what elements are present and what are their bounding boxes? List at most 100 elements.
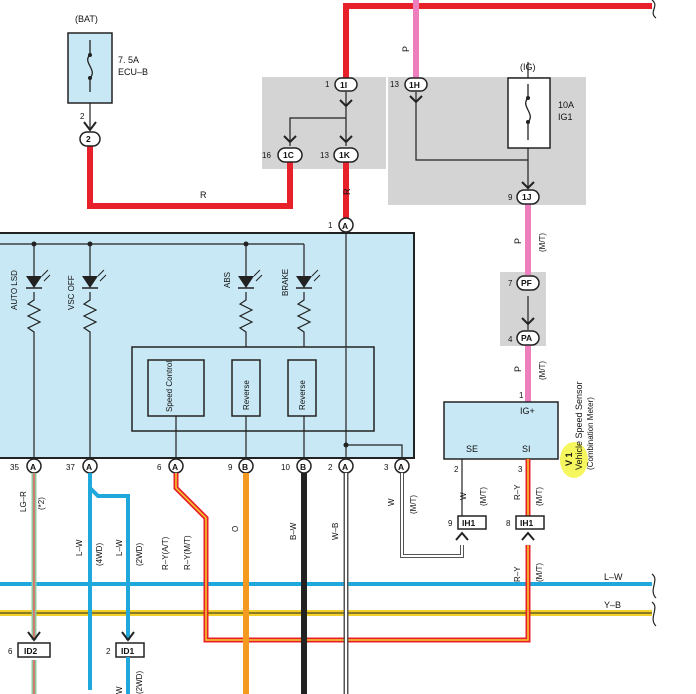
svg-text:4: 4 — [508, 335, 513, 344]
svg-text:2: 2 — [454, 465, 459, 474]
svg-text:(M/T): (M/T) — [409, 495, 418, 514]
svg-text:A: A — [342, 462, 348, 472]
svg-text:L–W: L–W — [115, 539, 124, 556]
sensor-name: Vehicle Speed Sensor — [574, 381, 584, 470]
svg-text:A: A — [86, 462, 92, 472]
svg-text:Speed Control: Speed Control — [165, 361, 174, 412]
ecu-connector-A1: 1 A — [328, 217, 354, 233]
svg-text:VSC OFF: VSC OFF — [67, 275, 76, 310]
svg-text:9: 9 — [448, 519, 453, 528]
svg-text:1C: 1C — [283, 150, 294, 160]
svg-text:P: P — [513, 238, 523, 244]
connector-IH1-8: 8 IH1 — [506, 515, 545, 541]
svg-text:Reverse: Reverse — [298, 380, 307, 410]
reverse-box-1 — [231, 359, 261, 417]
svg-text:1: 1 — [519, 391, 524, 400]
svg-text:O: O — [231, 526, 240, 532]
svg-text:IH1: IH1 — [520, 518, 534, 528]
junction-block-ig — [388, 77, 586, 205]
svg-text:35: 35 — [10, 463, 19, 472]
bat-fuse-name: ECU–B — [118, 67, 148, 77]
svg-text:Reverse: Reverse — [242, 380, 251, 410]
svg-text:SE: SE — [466, 444, 478, 454]
connector-ID1: 2 ID1 — [106, 631, 145, 658]
led-vsc-off: VSC OFF — [67, 241, 107, 458]
svg-text:P: P — [513, 366, 523, 372]
svg-text:1: 1 — [325, 80, 330, 89]
chevron-down-icon — [83, 121, 97, 132]
svg-text:(M/T): (M/T) — [535, 563, 544, 582]
svg-text:Y–B: Y–B — [604, 600, 621, 610]
svg-text:PF: PF — [521, 278, 532, 288]
svg-text:W: W — [387, 498, 396, 506]
svg-text:9: 9 — [508, 193, 513, 202]
svg-text:1K: 1K — [339, 150, 351, 160]
svg-text:1I: 1I — [340, 80, 347, 90]
svg-text:W: W — [115, 686, 124, 694]
svg-text:3: 3 — [518, 465, 523, 474]
speed-sensor-box — [443, 401, 559, 460]
led-brake: BRAKE — [281, 244, 321, 360]
svg-text:1J: 1J — [522, 192, 532, 202]
wire-label-p-top: P — [401, 46, 411, 52]
connector-PF: 7 PF — [508, 275, 540, 291]
svg-text:PA: PA — [521, 333, 532, 343]
connector-IH1-9: 9 IH1 — [448, 515, 487, 541]
bat-connector — [79, 131, 101, 147]
svg-text:B: B — [242, 462, 248, 472]
svg-text:AUTO LSD: AUTO LSD — [10, 270, 19, 310]
bat-pin: 2 — [80, 112, 85, 121]
svg-text:A: A — [398, 462, 404, 472]
bat-fuse-rating: 7. 5A — [118, 55, 139, 65]
ig-fuse-name: IG1 — [558, 112, 573, 122]
svg-text:R–Y(M/T): R–Y(M/T) — [183, 535, 192, 570]
svg-text:(4WD): (4WD) — [95, 543, 104, 566]
svg-text:2: 2 — [106, 647, 111, 656]
reverse-box-2 — [287, 359, 317, 417]
svg-text:ID2: ID2 — [24, 646, 38, 656]
svg-text:L–W: L–W — [604, 572, 623, 582]
wire-lw — [88, 473, 130, 690]
svg-text:16: 16 — [262, 151, 271, 160]
svg-text:7: 7 — [508, 279, 513, 288]
svg-text:R–Y: R–Y — [513, 566, 522, 582]
svg-text:6: 6 — [8, 647, 13, 656]
svg-text:(2WD): (2WD) — [135, 543, 144, 566]
svg-text:ABS: ABS — [223, 272, 232, 288]
svg-text:2: 2 — [328, 463, 333, 472]
svg-text:8: 8 — [506, 519, 511, 528]
connector-1H: 13 1H — [390, 77, 428, 104]
connector-1K: 13 1K — [320, 147, 359, 163]
svg-text:1H: 1H — [409, 80, 420, 90]
svg-text:(*2): (*2) — [37, 497, 46, 510]
bus-lw — [0, 582, 652, 589]
svg-text:3: 3 — [384, 463, 389, 472]
connector-ID2: 6 ID2 — [8, 631, 51, 658]
led-abs: ABS — [223, 241, 263, 360]
svg-text:LG–R: LG–R — [19, 491, 28, 512]
svg-text:A: A — [172, 462, 178, 472]
ig-fuse-box — [507, 77, 551, 149]
svg-text:A: A — [342, 221, 348, 231]
svg-text:(2WD): (2WD) — [135, 671, 144, 694]
svg-text:(M/T): (M/T) — [538, 233, 547, 252]
svg-text:(M/T): (M/T) — [538, 361, 547, 380]
wire-w — [400, 473, 464, 558]
svg-text:(M/T): (M/T) — [535, 487, 544, 506]
wire-label-r: R — [200, 190, 207, 200]
svg-text:13: 13 — [390, 80, 399, 89]
svg-text:BRAKE: BRAKE — [281, 269, 290, 296]
svg-text:IG+: IG+ — [520, 406, 535, 416]
sensor-sub: (Combination Meter) — [586, 397, 595, 470]
svg-text:B: B — [300, 462, 306, 472]
connector-PA: 4 PA — [508, 330, 540, 346]
wire-label-r-vert: R — [342, 188, 352, 195]
svg-text:B–W: B–W — [289, 522, 298, 540]
connector-1C: 16 1C — [262, 147, 303, 163]
svg-text:SI: SI — [522, 444, 531, 454]
svg-text:A: A — [30, 462, 36, 472]
svg-text:W–B: W–B — [331, 523, 340, 540]
led-auto-lsd: AUTO LSD — [10, 241, 51, 458]
connector-1I: 1 1I — [325, 77, 358, 92]
